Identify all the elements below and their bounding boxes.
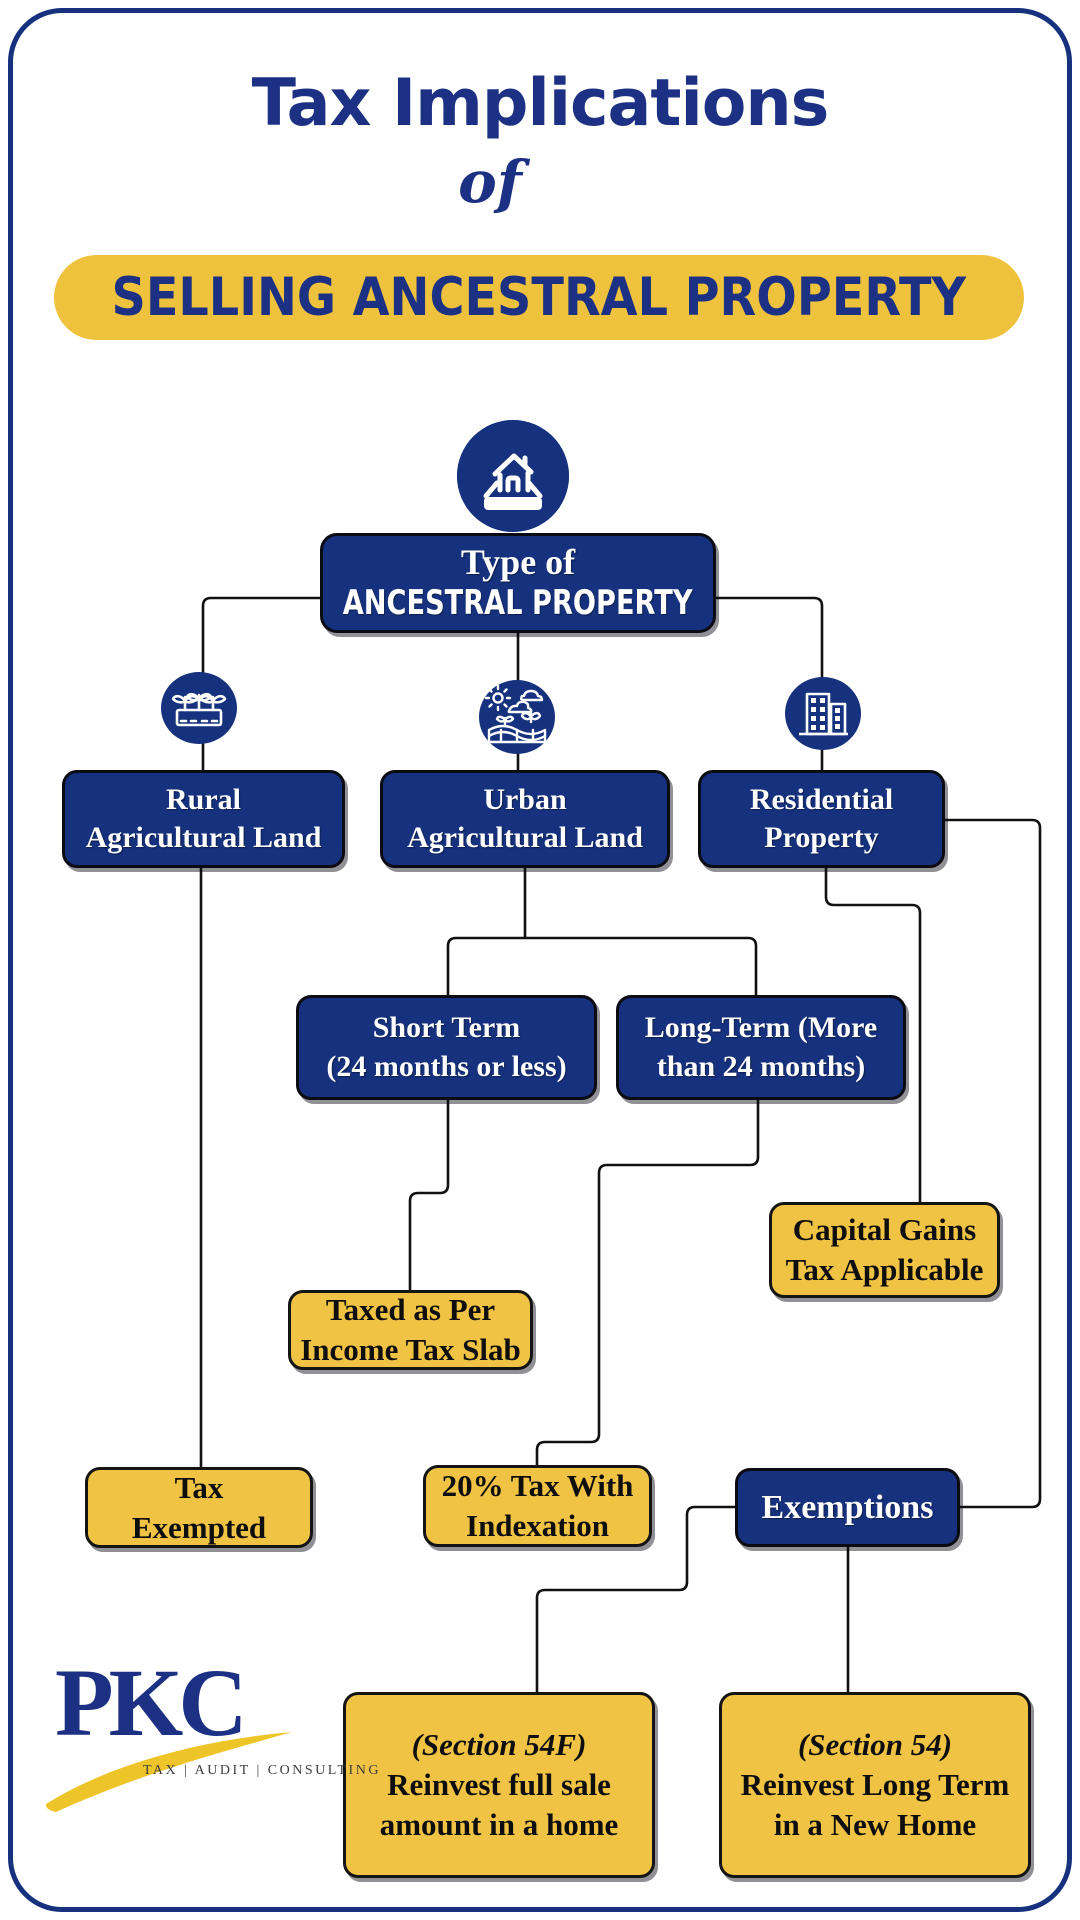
node-residential-property: Residential Property: [698, 770, 945, 868]
pkc-logo-tagline: TAX | AUDIT | CONSULTING: [143, 1763, 381, 1778]
node-section-54: (Section 54) Reinvest Long Term in a New…: [719, 1692, 1031, 1878]
buildings-icon: [785, 677, 861, 750]
banner-text: SELLING ANCESTRAL PROPERTY: [111, 267, 967, 328]
section-54f-heading: (Section 54F): [411, 1727, 587, 1763]
connector-exemptions-to-54f: [535, 1505, 735, 1692]
root-node-line2: ANCESTRAL PROPERTY: [343, 583, 693, 624]
title-connector-word: of: [458, 148, 522, 216]
connector-root-to-rural: [201, 596, 320, 770]
connector-residential-to-exemptions: [945, 818, 1042, 1509]
section-54-body: Reinvest Long Term in a New Home: [740, 1767, 1010, 1842]
page-title: Tax Implications: [251, 66, 830, 141]
node-type-of-ancestral-property: Type of ANCESTRAL PROPERTY: [320, 533, 716, 633]
short-term-label: Short Term (24 months or less): [326, 1011, 567, 1083]
node-rural-agricultural-land: Rural Agricultural Land: [62, 770, 345, 868]
indexation-label: 20% Tax With Indexation: [441, 1468, 634, 1543]
node-capital-gains-tax-applicable: Capital Gains Tax Applicable: [769, 1202, 1000, 1298]
node-section-54f: (Section 54F) Reinvest full sale amount …: [343, 1692, 655, 1878]
long-term-label: Long-Term (More than 24 months): [644, 1011, 878, 1083]
node-urban-agricultural-land: Urban Agricultural Land: [380, 770, 670, 868]
banner-pill: SELLING ANCESTRAL PROPERTY: [54, 255, 1024, 340]
capital-gains-label: Capital Gains Tax Applicable: [785, 1212, 984, 1287]
node-long-term: Long-Term (More than 24 months): [616, 995, 906, 1100]
pkc-logo-text: PKC: [55, 1649, 248, 1756]
seedlings-icon: [161, 672, 237, 744]
page-border-frame: [8, 8, 1072, 1912]
pkc-logo-swoosh: [45, 1732, 292, 1812]
node-exemptions: Exemptions: [735, 1468, 960, 1547]
house-icon: [457, 420, 569, 532]
node-taxed-as-per-income-tax-slab: Taxed as Per Income Tax Slab: [288, 1290, 533, 1370]
taxed-slab-label: Taxed as Per Income Tax Slab: [300, 1292, 521, 1367]
connector-root-to-residential: [716, 596, 824, 770]
rural-label: Rural Agricultural Land: [85, 782, 322, 854]
farm-field-icon: [479, 680, 555, 754]
exemptions-label: Exemptions: [761, 1488, 934, 1526]
residential-label: Residential Property: [749, 782, 894, 854]
urban-label: Urban Agricultural Land: [407, 782, 643, 854]
node-tax-exempted: Tax Exempted: [85, 1467, 313, 1548]
node-20-percent-tax-with-indexation: 20% Tax With Indexation: [423, 1465, 652, 1547]
section-54f-body: Reinvest full sale amount in a home: [379, 1767, 619, 1842]
connector-long-to-indexation: [535, 1100, 760, 1465]
connector-residential-to-capital-gains: [824, 868, 922, 1202]
root-node-line1: Type of: [460, 541, 576, 582]
node-short-term: Short Term (24 months or less): [296, 995, 597, 1100]
connector-short-to-taxed-slab: [408, 1100, 450, 1290]
section-54-heading: (Section 54): [797, 1727, 953, 1763]
tax-exempted-label: Tax Exempted: [131, 1469, 267, 1545]
connector-urban-split-bar: [446, 936, 758, 995]
